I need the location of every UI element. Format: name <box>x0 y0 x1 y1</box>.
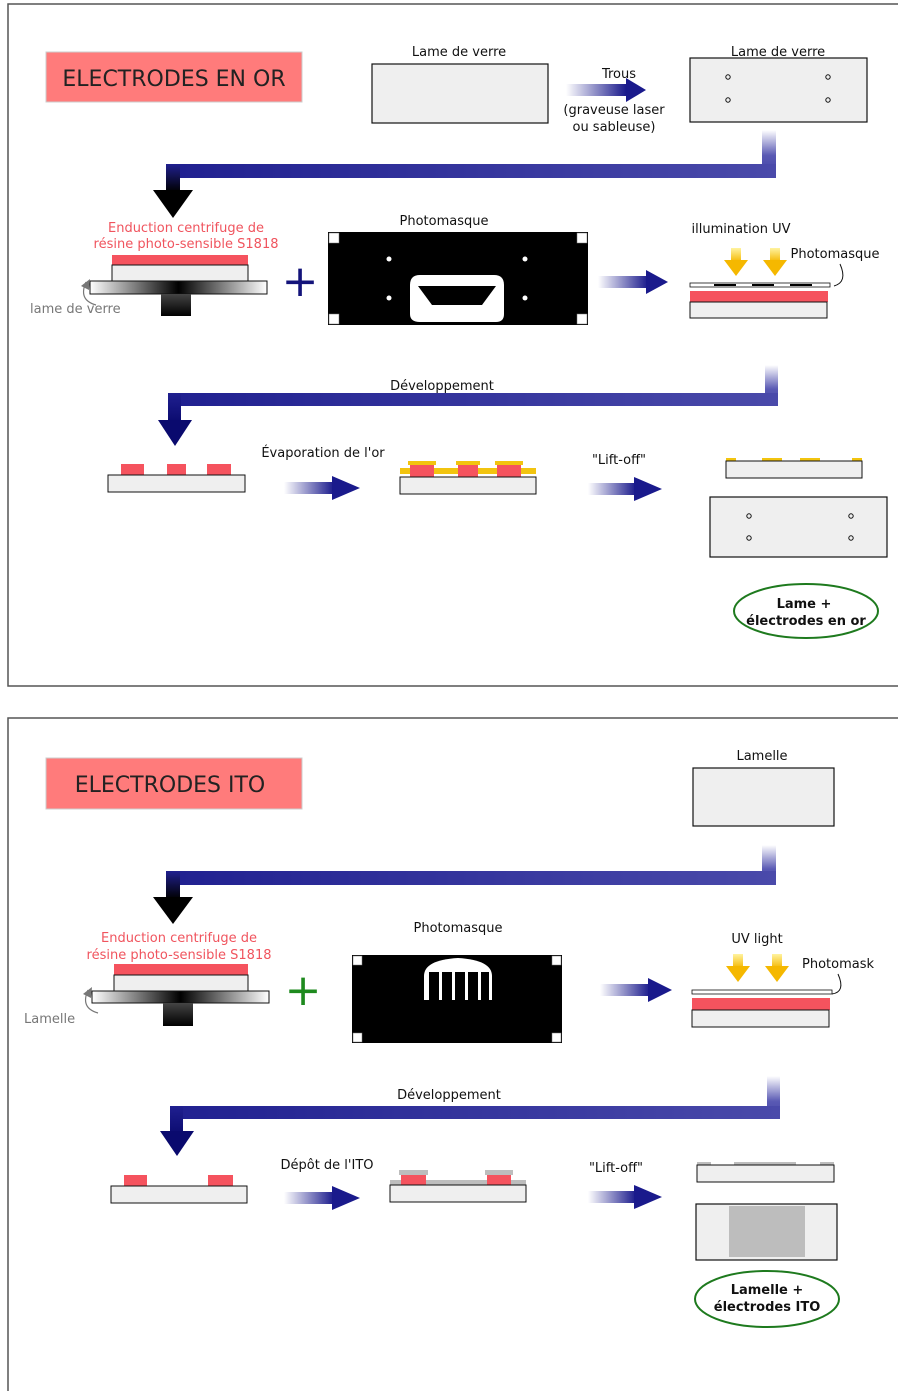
pipe-arrow-head <box>158 420 192 446</box>
exposure-slide <box>689 301 828 319</box>
spin-shaft <box>161 294 191 316</box>
result-text-1: Lamelle + <box>731 1283 804 1298</box>
plus-sign: + <box>285 965 322 1016</box>
hole <box>825 97 831 103</box>
holes-sub-1: (graveuse laser <box>563 103 665 118</box>
resist-layer <box>112 255 248 265</box>
title-box <box>45 757 303 810</box>
pipe-arrow-head <box>160 1131 194 1156</box>
uv-label: UV light <box>731 932 782 947</box>
panel-gold-electrodes: ELECTRODES EN OR Lame de verre Trous (gr… <box>7 3 898 687</box>
spin-label-1: Enduction centrifuge de <box>108 221 264 236</box>
gold-slide <box>399 476 537 495</box>
holes-arrow-head <box>626 78 646 102</box>
photomask-label: Photomasque <box>414 921 503 936</box>
panel-border <box>7 717 898 1391</box>
develop-label: Développement <box>390 379 494 394</box>
substrate-label: lame de verre <box>30 302 121 317</box>
uv-mask-label: Photomask <box>802 957 874 972</box>
uv-arrow-icon <box>726 954 750 982</box>
hole <box>725 74 731 80</box>
result-badge <box>694 1270 840 1328</box>
hole <box>825 74 831 80</box>
coverslip-label: Lamelle <box>736 749 787 764</box>
uv-arrow-icon <box>765 954 789 982</box>
result-badge <box>733 583 879 639</box>
result-slide-top <box>709 496 888 558</box>
deposit-label: Dépôt de l'ITO <box>280 1158 373 1173</box>
panel-title: ELECTRODES EN OR <box>62 67 285 92</box>
uv-arrow-icon <box>724 248 748 276</box>
pipe-arrow-head <box>153 190 193 218</box>
panel-title: ELECTRODES ITO <box>75 773 266 798</box>
pipe-arrow-horizontal <box>166 164 776 178</box>
uv-label: illumination UV <box>692 222 791 237</box>
glass-label-2: Lame de verre <box>731 45 825 60</box>
spin-slide <box>111 264 249 282</box>
title-box <box>45 51 303 103</box>
panel-border <box>7 3 898 687</box>
result-slide-side <box>725 460 863 479</box>
photomask-label: Photomasque <box>400 214 489 229</box>
hole <box>725 97 731 103</box>
holes-sub-2: ou sableuse) <box>572 120 655 135</box>
glass-label: Lame de verre <box>412 45 506 60</box>
result-text-2: électrodes ITO <box>714 1300 821 1315</box>
result-text-2: électrodes en or <box>746 614 866 629</box>
glass-slide <box>371 63 549 124</box>
arrow-shaft <box>598 276 648 288</box>
spin-label-2: résine photo-sensible S1818 <box>87 948 272 963</box>
developed-slide <box>107 474 246 493</box>
drilled-slide <box>689 57 868 123</box>
liftoff-label: "Lift-off" <box>589 1161 643 1176</box>
pipe-arrow-down <box>166 164 180 192</box>
holes-arrow-shaft <box>566 84 626 96</box>
deposit-label: Évaporation de l'or <box>261 445 385 461</box>
uv-arrow-icon <box>763 248 787 276</box>
develop-label: Développement <box>397 1088 501 1103</box>
substrate-label: Lamelle <box>24 1012 75 1027</box>
result-text-1: Lame + <box>777 597 832 612</box>
pipe-arrow-head <box>153 897 193 924</box>
panel-ito-electrodes: ELECTRODES ITO Lamelle Enduction centrif… <box>7 717 898 1391</box>
plus-sign: + <box>282 256 319 307</box>
uv-mask-label: Photomasque <box>791 247 880 262</box>
holes-label: Trous <box>601 67 636 82</box>
coverslip <box>692 767 835 827</box>
spin-label-1: Enduction centrifuge de <box>101 931 257 946</box>
spin-chuck <box>89 280 268 295</box>
pipe-arrow-vertical <box>762 130 776 172</box>
resist-layer <box>690 291 828 302</box>
liftoff-label: "Lift-off" <box>592 453 646 468</box>
spin-label-2: résine photo-sensible S1818 <box>94 237 279 252</box>
